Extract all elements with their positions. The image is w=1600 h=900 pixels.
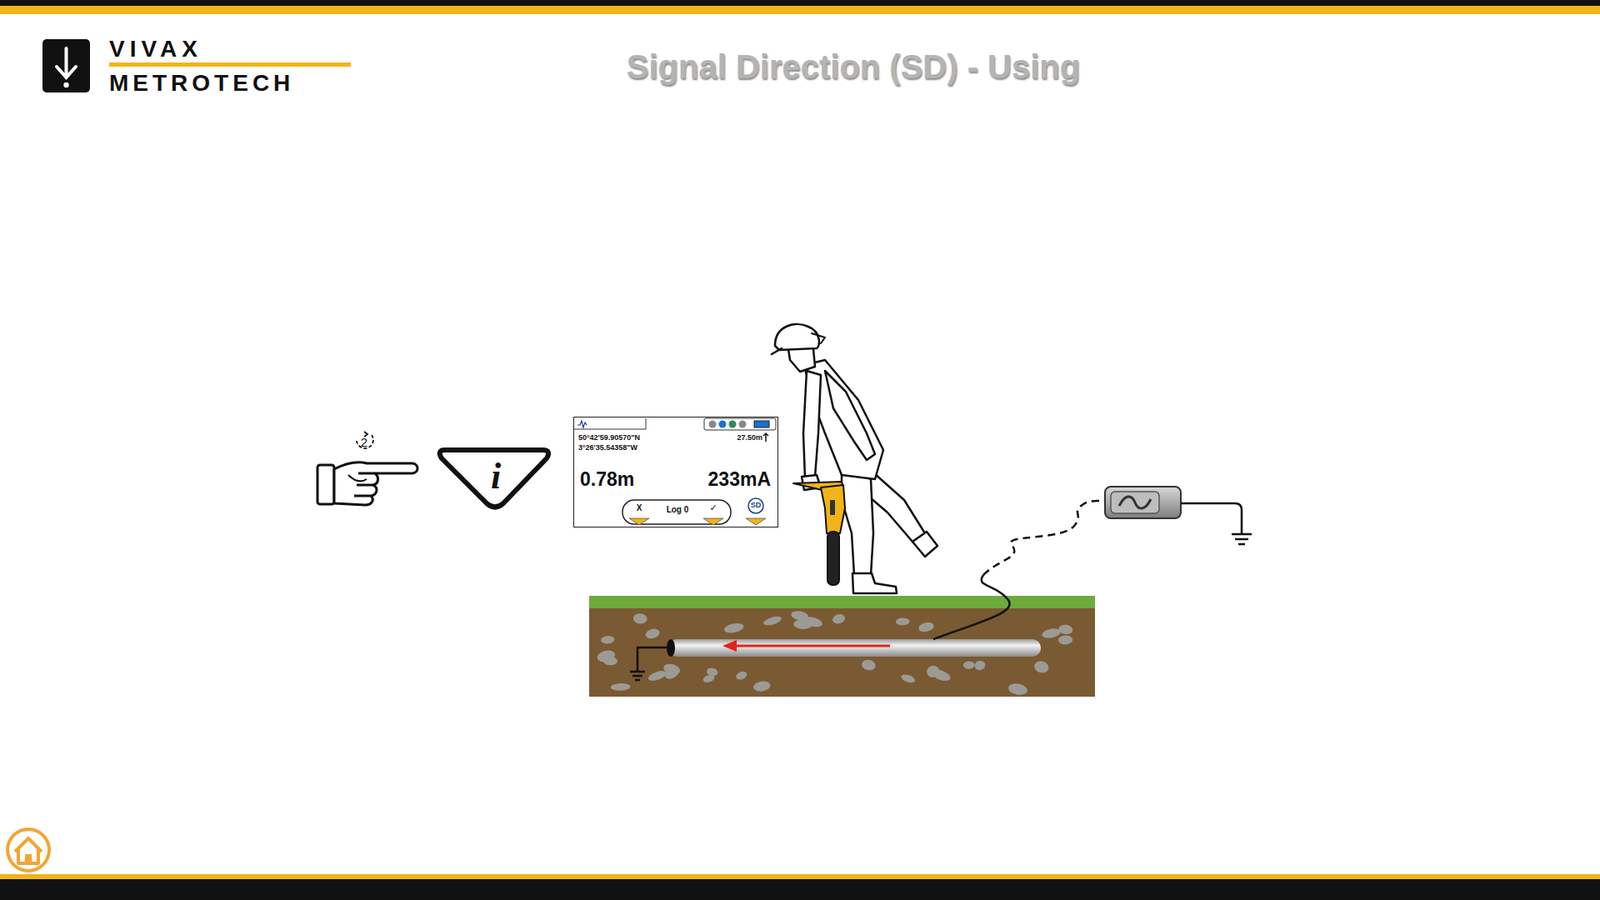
screen-readout: 50°42'59.90570"N <box>578 434 640 442</box>
stone <box>1007 682 1029 697</box>
screen-readout: SD <box>750 501 762 510</box>
stone <box>860 658 877 671</box>
stone <box>632 612 648 625</box>
screen-readout: 3°26'35.54358"W <box>578 444 638 452</box>
page-title: Signal Direction (SD) - Using <box>626 50 1080 84</box>
screen-readout: X <box>636 504 643 513</box>
info-key-symbol: i <box>490 458 501 495</box>
soil-section <box>589 595 1095 697</box>
stone <box>963 660 975 670</box>
stone <box>603 656 619 666</box>
stone <box>752 680 771 693</box>
stone <box>662 662 682 677</box>
stone <box>831 612 847 625</box>
stone <box>723 621 745 635</box>
logo-mark <box>42 39 90 93</box>
stone <box>1040 626 1061 640</box>
stone <box>793 619 813 630</box>
buried-pipe <box>666 639 1041 657</box>
screen-readout: 233mA <box>708 470 771 490</box>
screen-readout: Log 0 <box>666 505 690 515</box>
stone <box>974 660 987 671</box>
stone <box>702 673 716 684</box>
operator-figure <box>771 324 938 594</box>
stone <box>610 683 631 692</box>
screen-readout: ✓ <box>709 503 717 513</box>
far-end-ground <box>630 647 667 680</box>
stone <box>644 627 661 641</box>
press-hand-icon <box>317 462 418 505</box>
home-button <box>5 827 51 873</box>
screen-readout: 0.78m <box>580 470 635 490</box>
stone <box>1058 624 1074 635</box>
info-key <box>440 450 549 508</box>
screen-readout: 27.50m <box>736 434 763 442</box>
top-stripe <box>0 5 1600 15</box>
bottom-stripe <box>0 874 1600 880</box>
timer-icon <box>356 431 374 449</box>
stone <box>917 620 935 634</box>
top-bar <box>0 0 1600 6</box>
transmitter <box>1105 486 1181 519</box>
stone <box>600 635 615 645</box>
bottom-bar <box>0 879 1600 900</box>
stone <box>646 669 668 683</box>
transmitter-ground <box>1180 503 1252 545</box>
logo-word: VIVAX <box>109 37 203 61</box>
stone <box>900 673 916 685</box>
logo-word: METROTECH <box>109 71 295 95</box>
logo-rule <box>109 62 351 67</box>
locator <box>793 481 845 585</box>
stone <box>1058 635 1074 645</box>
hold-count: 2 <box>360 435 368 449</box>
stone <box>1033 659 1050 675</box>
stone <box>735 670 749 681</box>
signal-direction-arrow <box>722 640 890 652</box>
locator-screen: 50°42'59.90570"N 3°26'35.54358"W 27.50m 0.7… <box>573 416 779 528</box>
stone <box>930 667 952 683</box>
transmitter-lead <box>933 500 1106 640</box>
stone <box>762 615 783 628</box>
stone <box>895 617 910 625</box>
